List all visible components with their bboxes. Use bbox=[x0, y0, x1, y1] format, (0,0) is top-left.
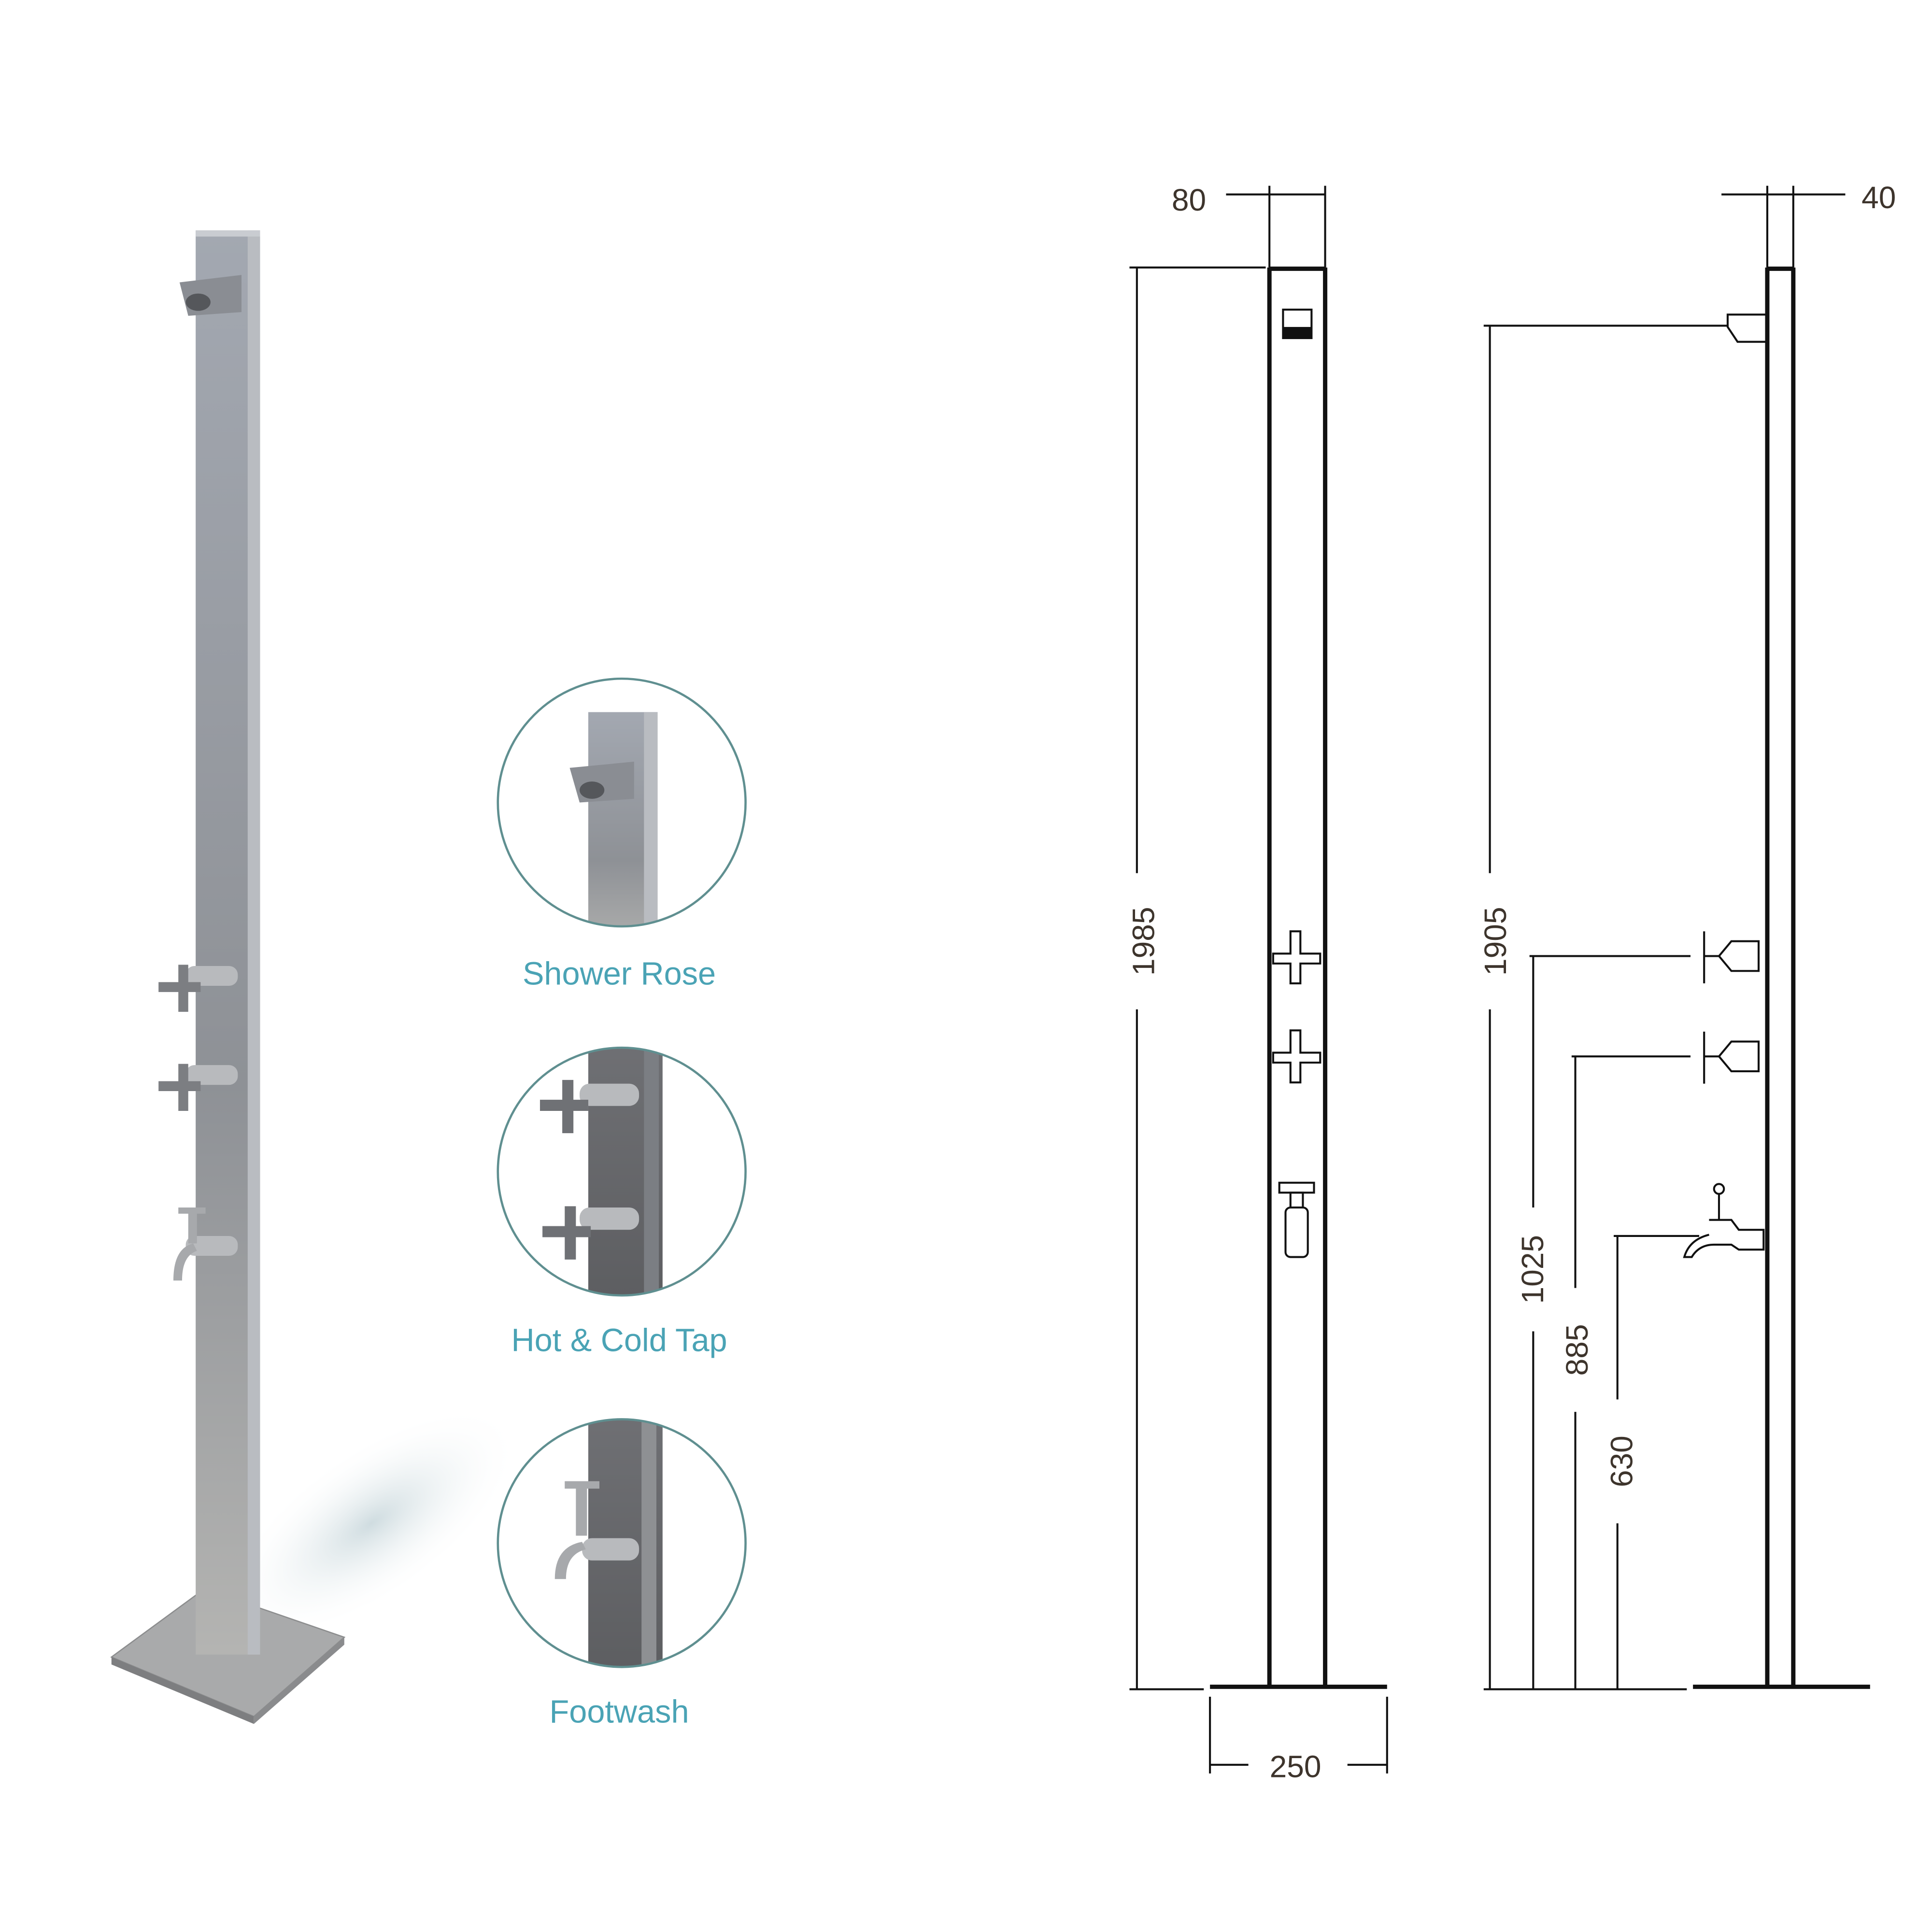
callout-shower-rose: Shower Rose bbox=[497, 677, 747, 992]
hot-tap-symbol bbox=[1703, 931, 1760, 983]
hot-tap-symbol bbox=[1272, 930, 1321, 984]
footwash-symbol bbox=[1278, 1181, 1315, 1258]
cold-tap-render bbox=[158, 1064, 238, 1111]
cold-tap-symbol bbox=[1272, 1029, 1321, 1084]
hot-tap-render bbox=[158, 965, 238, 1012]
product-render bbox=[110, 230, 520, 1724]
footwash-symbol bbox=[1683, 1183, 1765, 1258]
footwash-tap-render bbox=[173, 1208, 238, 1281]
callout-label: Footwash bbox=[550, 1694, 689, 1730]
dimension-height: 1985 bbox=[1126, 907, 1161, 976]
dimension-footwash-height: 630 bbox=[1604, 1435, 1639, 1487]
side-elevation: 40 1905 1025 885 630 bbox=[1478, 180, 1896, 1690]
cold-tap-symbol bbox=[1703, 1031, 1760, 1084]
dimension-shower-height: 1905 bbox=[1478, 907, 1513, 976]
dimension-lower-tap-height: 885 bbox=[1560, 1324, 1594, 1376]
shower-rose-symbol bbox=[1282, 308, 1313, 340]
dimension-width: 80 bbox=[1172, 183, 1206, 217]
shower-rose-symbol bbox=[1726, 313, 1767, 343]
shower-rose-render bbox=[179, 275, 242, 316]
callout-label: Hot & Cold Tap bbox=[511, 1322, 727, 1358]
callout-hot-cold-tap: Hot & Cold Tap bbox=[497, 1046, 747, 1358]
dimension-upper-tap-height: 1025 bbox=[1515, 1235, 1550, 1304]
dimension-depth: 40 bbox=[1861, 180, 1896, 215]
callout-footwash: Footwash bbox=[497, 1418, 747, 1730]
callout-label: Shower Rose bbox=[523, 956, 716, 992]
dimension-base: 250 bbox=[1270, 1749, 1321, 1784]
front-elevation: 80 1985 250 bbox=[1126, 183, 1388, 1784]
